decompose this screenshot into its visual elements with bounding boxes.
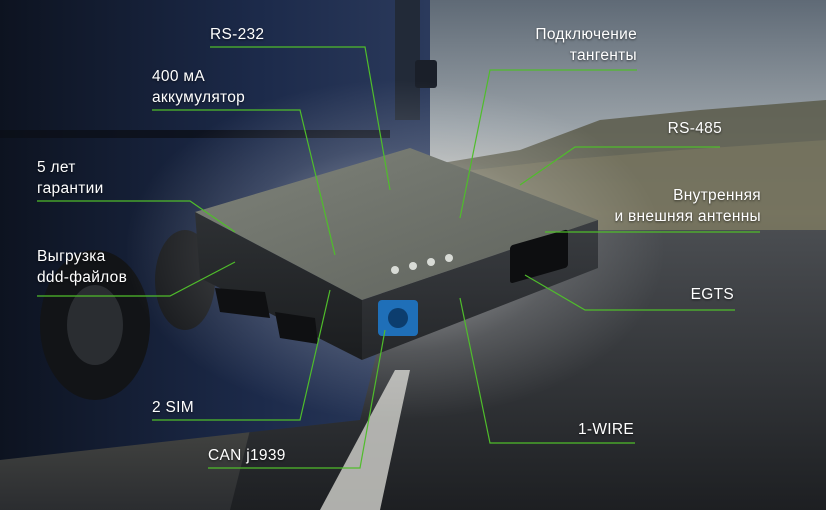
- leader-egts: [524, 274, 735, 311]
- label-ddd: Выгрузка ddd-файлов: [37, 246, 127, 288]
- leader-ddd: [37, 261, 236, 297]
- leader-headset: [459, 69, 637, 219]
- label-can-text: CAN j1939: [208, 447, 286, 464]
- label-ddd-line-1: Выгрузка: [37, 248, 106, 265]
- sim-slot-2: [275, 312, 318, 344]
- label-battery: 400 мА аккумулятор: [152, 66, 245, 108]
- label-battery-line-2: аккумулятор: [152, 89, 246, 106]
- leader-battery: [152, 109, 336, 256]
- label-battery-line-1: 400 мА: [152, 68, 205, 85]
- leader-rs232: [210, 46, 391, 191]
- device-left-face: [195, 212, 362, 360]
- antenna-connector-socket: [388, 308, 408, 328]
- led-1: [391, 266, 399, 274]
- sim-slot-1: [215, 288, 270, 318]
- label-antenna-line-2: и внешняя антенны: [614, 208, 761, 225]
- label-two-sim: 2 SIM: [152, 397, 194, 418]
- label-onewire: 1-WIRE: [578, 419, 634, 440]
- led-2: [409, 262, 417, 270]
- label-egts-text: EGTS: [690, 286, 734, 303]
- leader-rs485: [519, 146, 720, 186]
- label-ddd-line-2: ddd-файлов: [37, 269, 128, 286]
- label-egts: EGTS: [691, 284, 734, 305]
- label-warranty: 5 лет гарантии: [37, 157, 104, 199]
- label-headset: Подключение тангенты: [535, 24, 637, 66]
- label-rs232: RS-232: [210, 24, 264, 45]
- leader-warranty: [37, 200, 236, 233]
- leader-can: [208, 329, 386, 469]
- led-4: [445, 254, 453, 262]
- led-3: [427, 258, 435, 266]
- label-rs232-text: RS-232: [210, 26, 265, 43]
- label-onewire-text: 1-WIRE: [577, 421, 634, 438]
- label-rs485-text: RS-485: [667, 120, 722, 137]
- leader-two-sim: [152, 289, 331, 421]
- egts-connector: [510, 229, 568, 284]
- label-antenna: Внутренняя и внешняя антенны: [614, 185, 761, 227]
- leader-lines: [37, 46, 760, 469]
- label-antenna-line-1: Внутренняя: [673, 187, 761, 204]
- label-warranty-line-1: 5 лет: [37, 159, 76, 176]
- label-headset-line-2: тангенты: [569, 47, 637, 64]
- label-can: CAN j1939: [208, 445, 286, 466]
- label-headset-line-1: Подключение: [535, 26, 637, 43]
- label-rs485: RS-485: [668, 118, 722, 139]
- trailer-rail: [0, 130, 390, 138]
- label-warranty-line-2: гарантии: [37, 180, 104, 197]
- leader-onewire: [459, 297, 635, 444]
- truck-wheel-hub: [67, 285, 123, 365]
- label-two-sim-text: 2 SIM: [152, 399, 194, 416]
- tracker-device: [195, 148, 598, 360]
- device-top-face: [195, 148, 598, 300]
